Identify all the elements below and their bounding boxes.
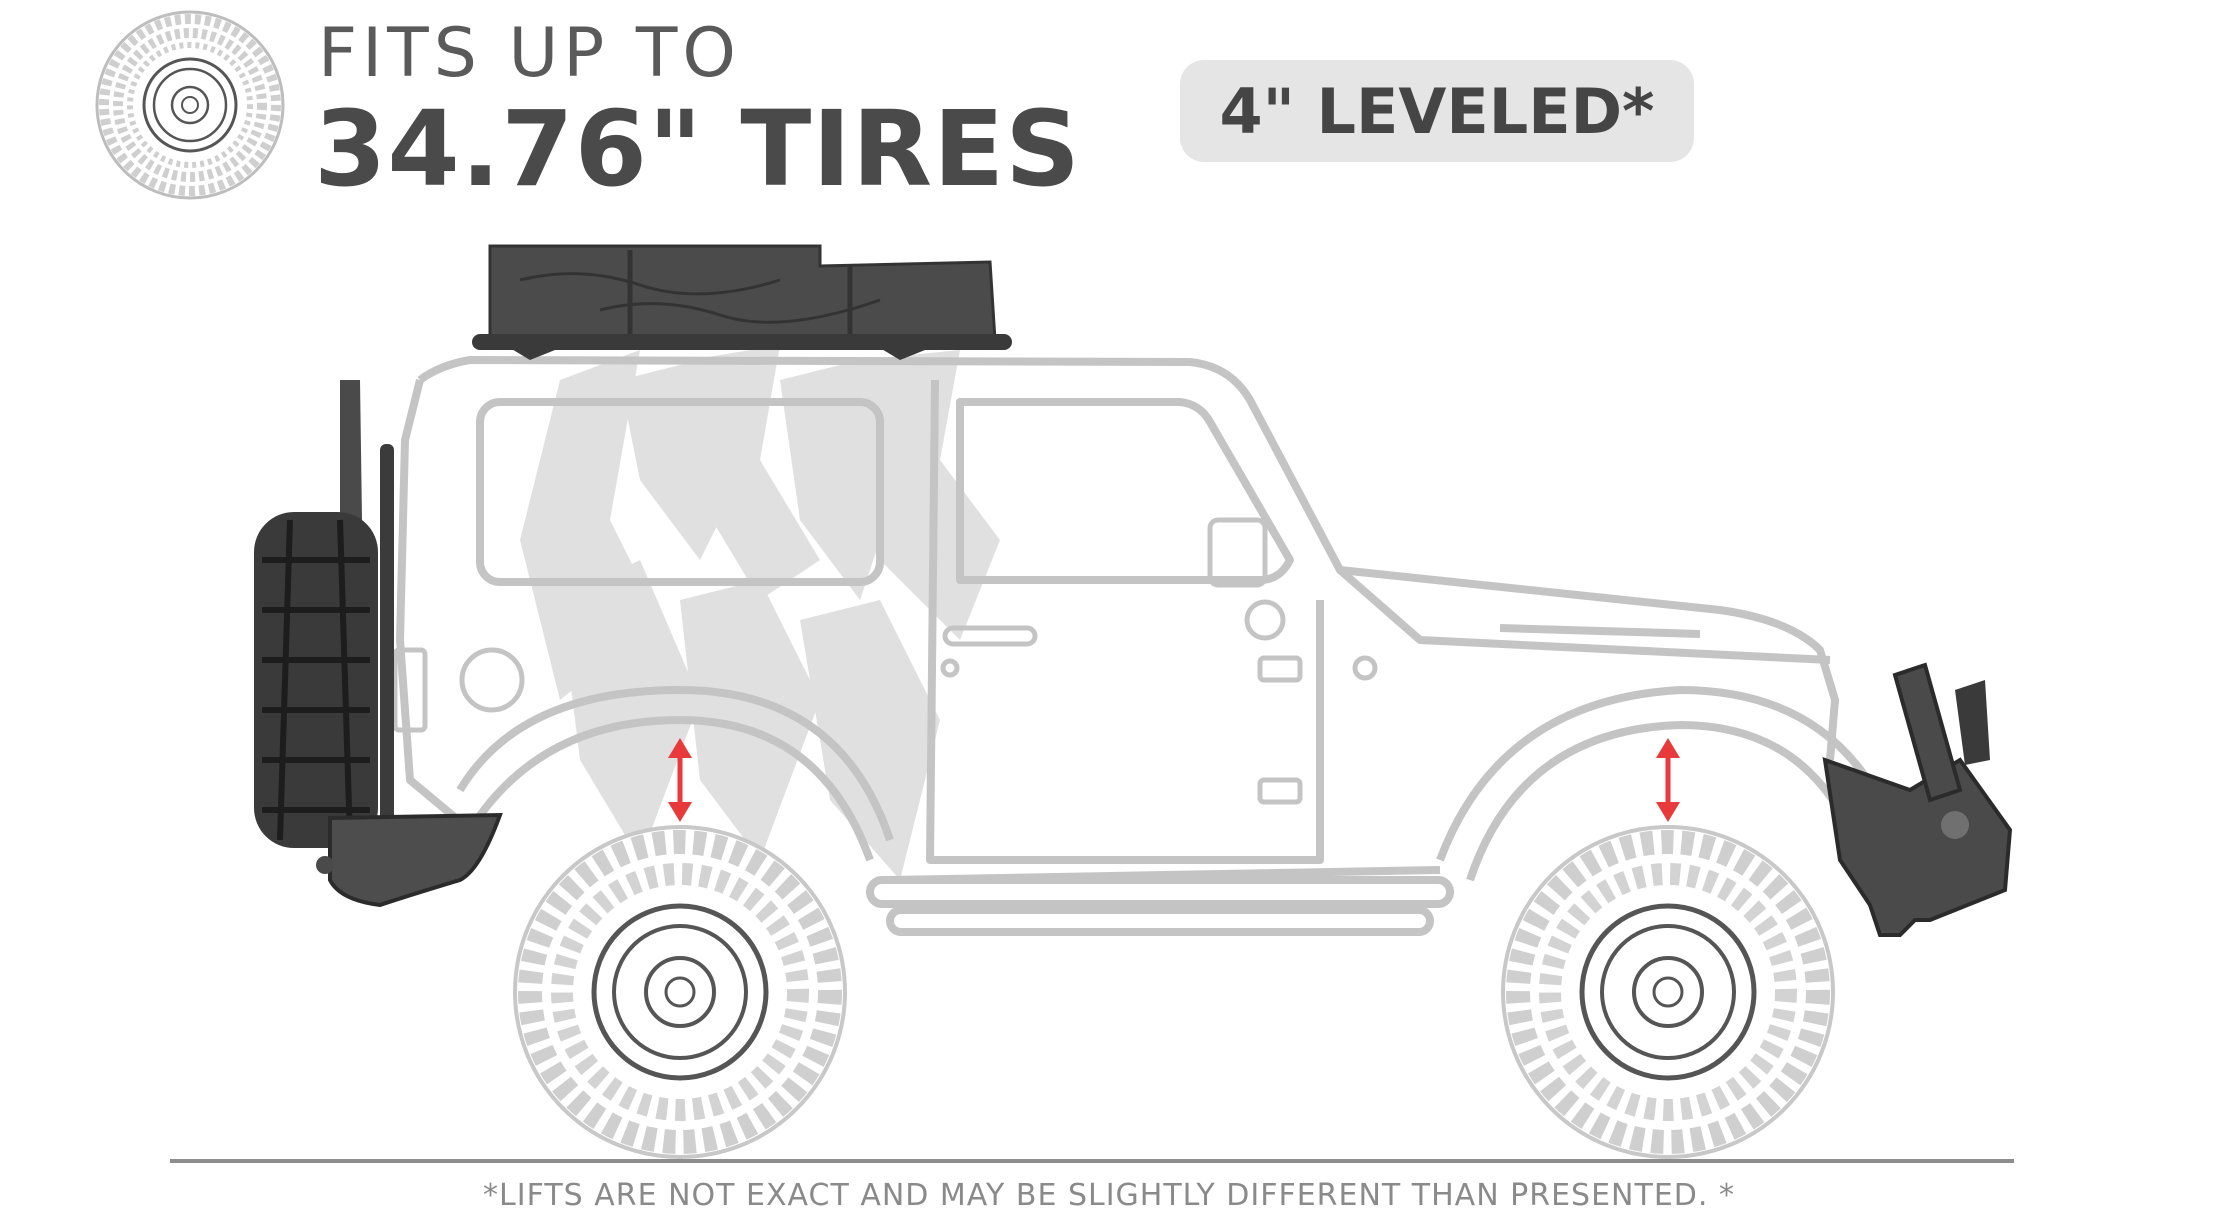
jeep-body bbox=[396, 356, 1884, 936]
header-title: 34.76" TIRES bbox=[314, 88, 1082, 210]
header-subtitle: FITS UP TO bbox=[318, 14, 741, 93]
roof-tent bbox=[472, 244, 1012, 360]
lift-badge: 4" LEVELED* bbox=[1180, 60, 1694, 162]
rear-wheel bbox=[513, 825, 847, 1159]
front-bumper bbox=[1822, 662, 2013, 937]
double-arrow-icon bbox=[668, 738, 1680, 822]
ground-line bbox=[170, 1159, 2014, 1163]
front-wheel bbox=[1501, 825, 1835, 1159]
door-details bbox=[392, 517, 1378, 805]
spare-tire bbox=[254, 380, 503, 908]
disclaimer-text: *LIFTS ARE NOT EXACT AND MAY BE SLIGHTLY… bbox=[483, 1178, 1735, 1213]
lift-badge-label: 4" LEVELED* bbox=[1219, 74, 1655, 148]
